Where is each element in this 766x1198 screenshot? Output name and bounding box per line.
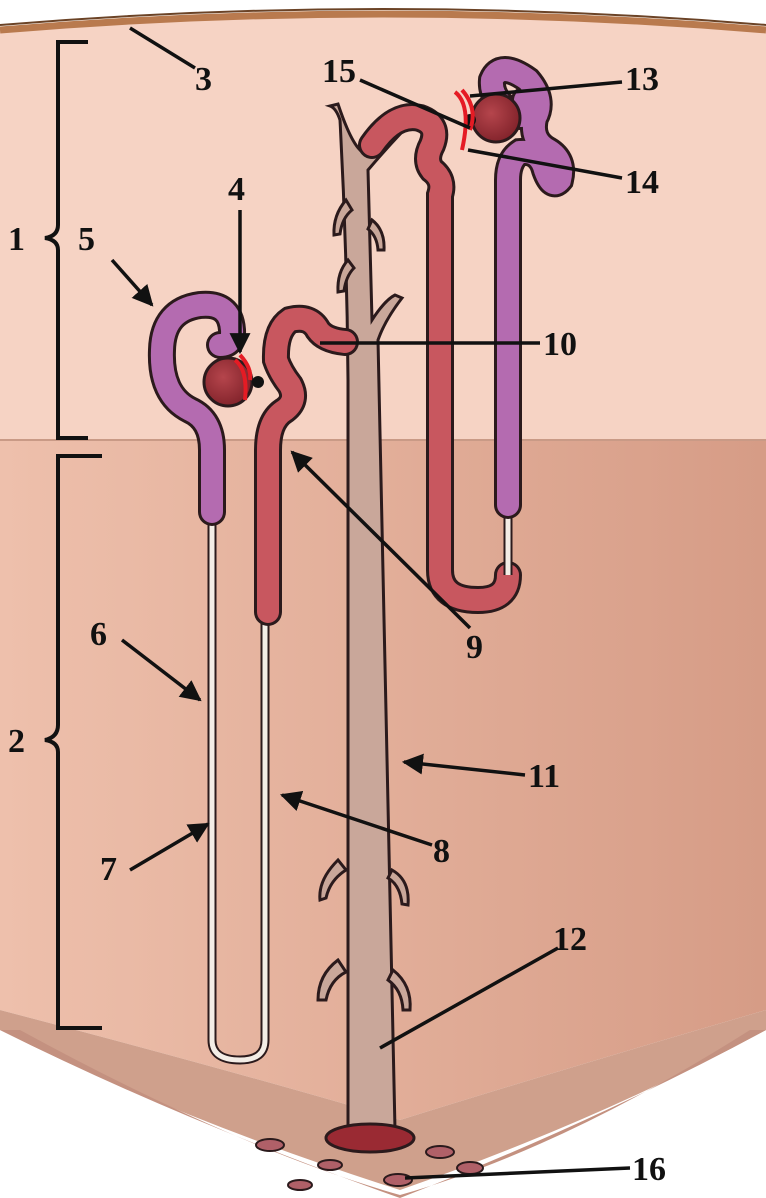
label-8: 8 xyxy=(433,833,450,870)
glomerulus-right xyxy=(472,94,520,142)
papillary-opening xyxy=(326,1124,414,1152)
label-1: 1 xyxy=(8,221,25,258)
label-9: 9 xyxy=(466,629,483,666)
label-5: 5 xyxy=(78,221,95,258)
label-12: 12 xyxy=(553,921,587,958)
label-14: 14 xyxy=(625,164,659,201)
label-15: 15 xyxy=(322,53,356,90)
label-13: 13 xyxy=(625,61,659,98)
label-7: 7 xyxy=(100,851,117,888)
label-2: 2 xyxy=(8,723,25,760)
label-16: 16 xyxy=(632,1151,666,1188)
label-11: 11 xyxy=(528,758,560,795)
label-10: 10 xyxy=(543,326,577,363)
label-6: 6 xyxy=(90,616,107,653)
label-4: 4 xyxy=(228,171,245,208)
label-3: 3 xyxy=(195,61,212,98)
